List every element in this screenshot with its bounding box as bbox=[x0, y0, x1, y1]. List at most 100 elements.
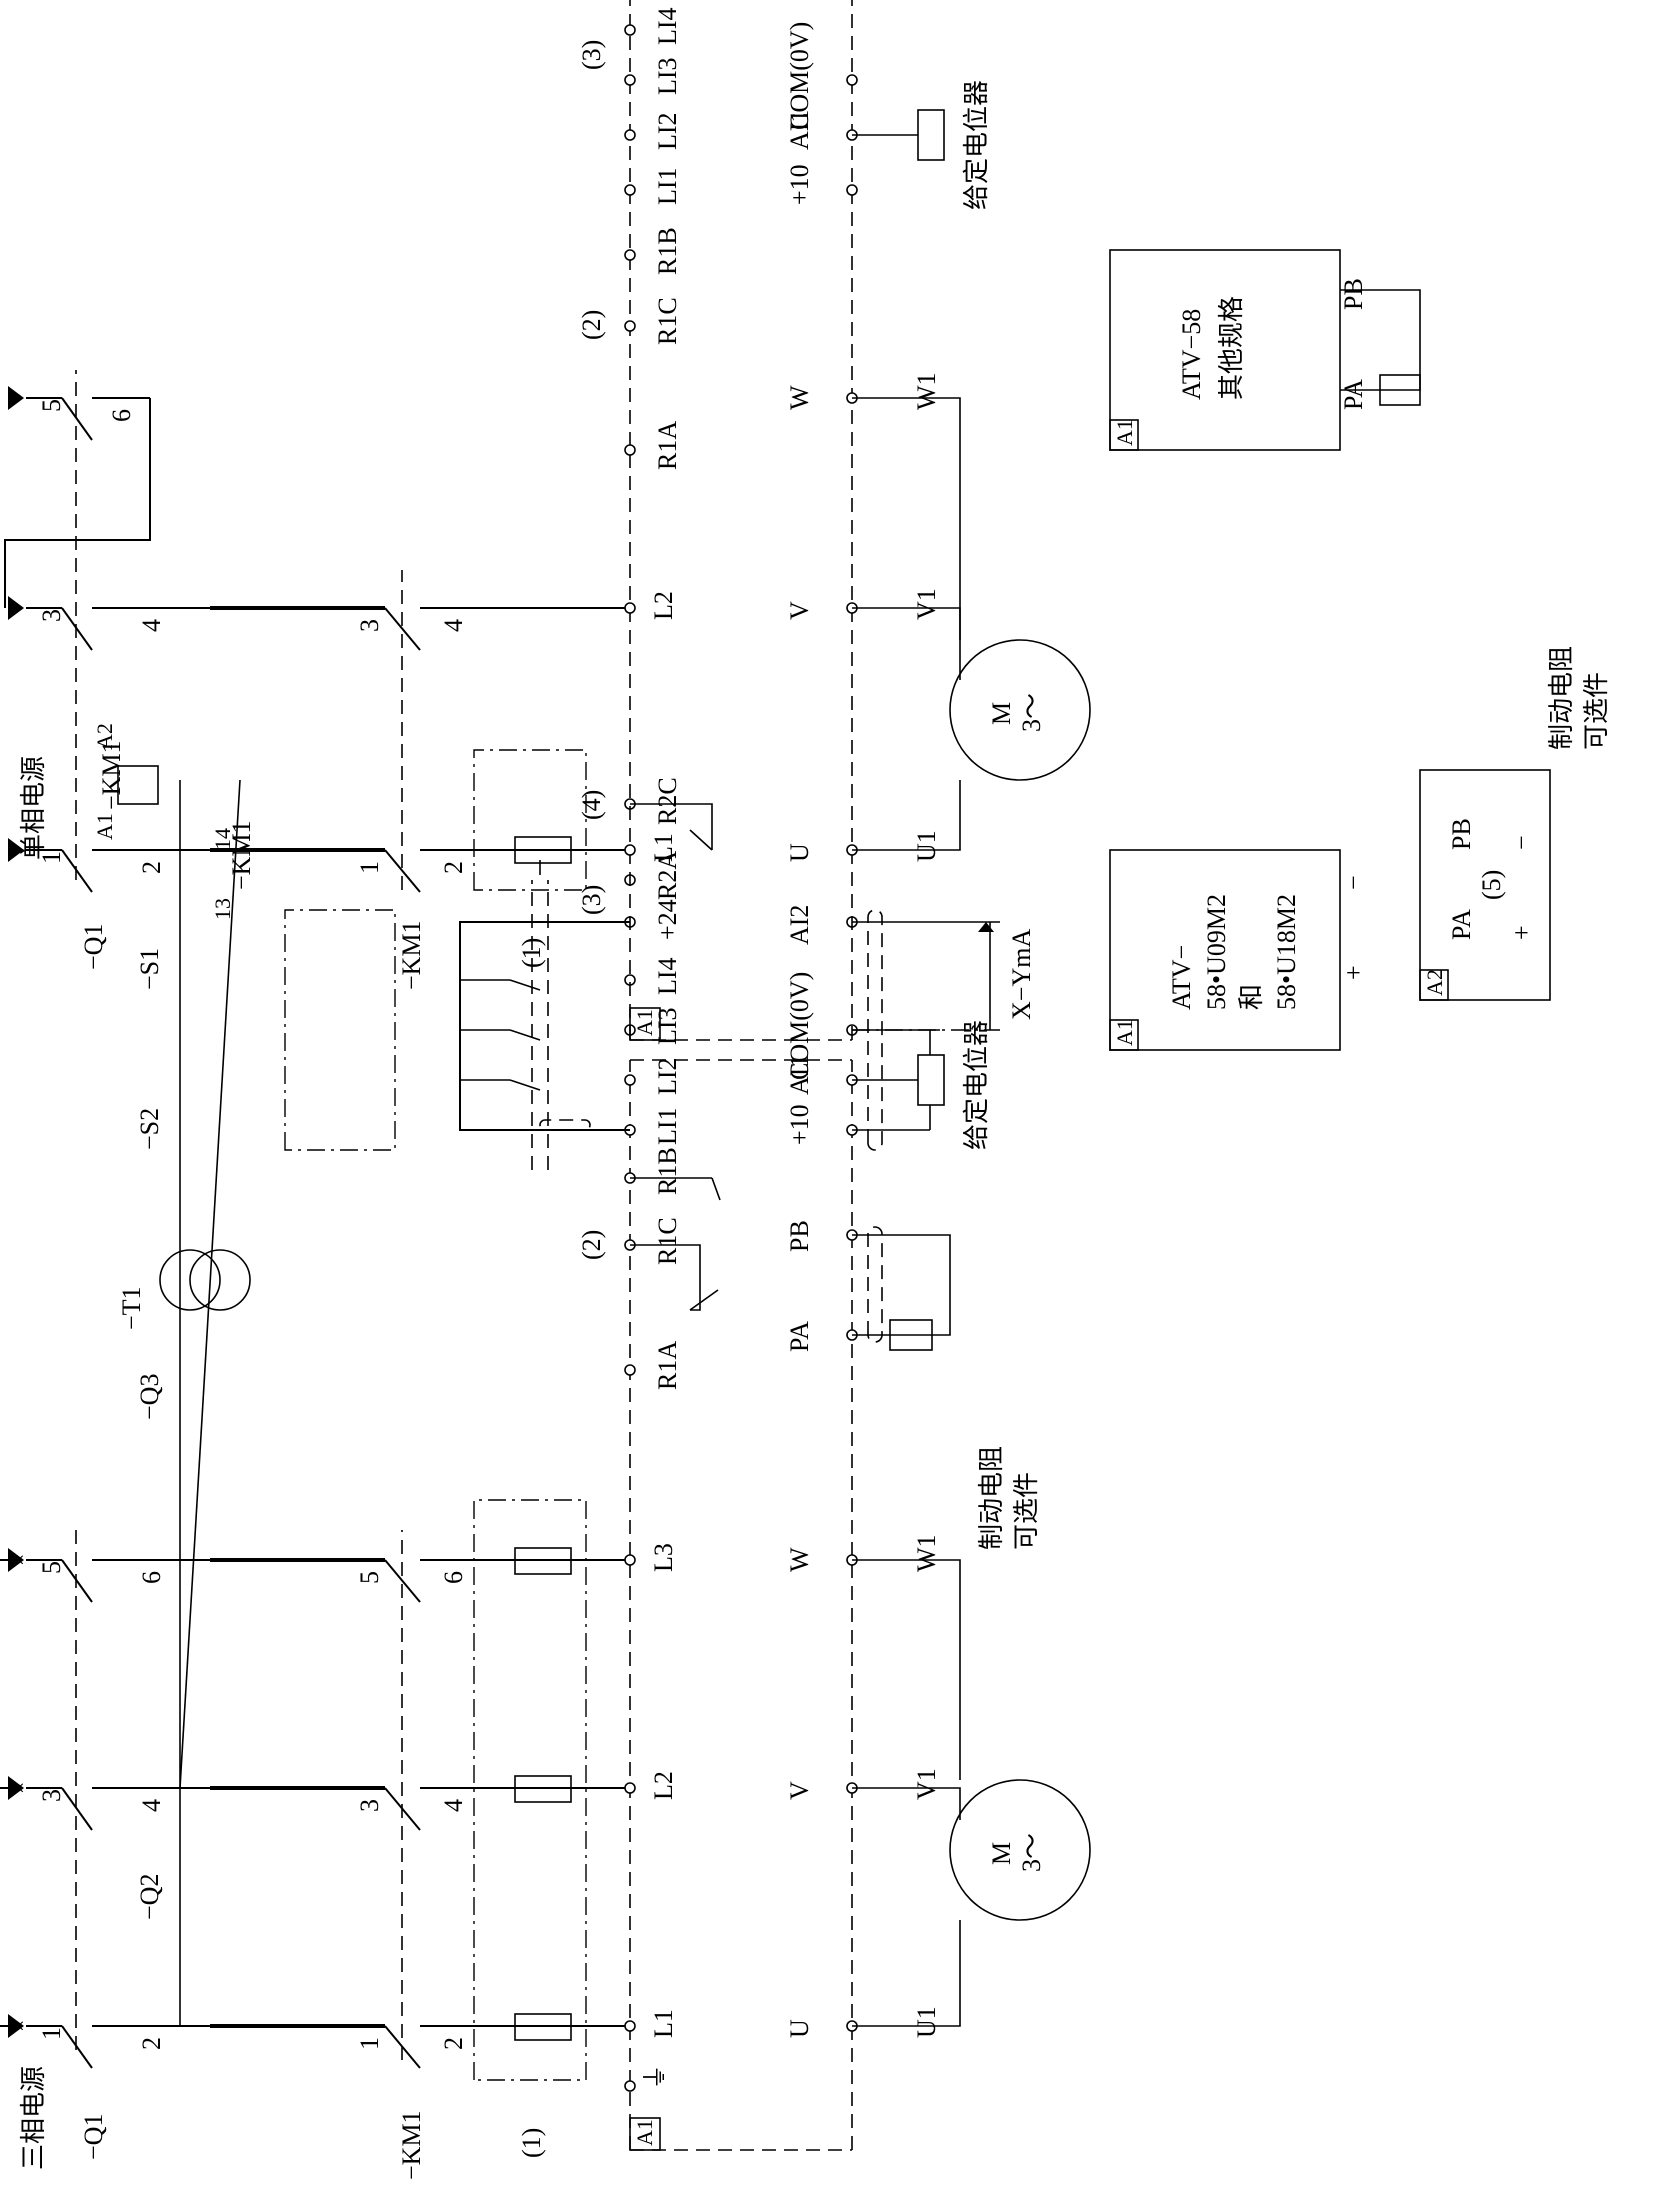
drive-a1-right: A1 L1 L2 R1A R1C R1B (2) LI1 LI2 LI3 LI4… bbox=[577, 0, 992, 1041]
box1-minus: − bbox=[1339, 875, 1368, 890]
q1-switch-sp: 2 4 6 −Q1 bbox=[4, 370, 210, 970]
supply-3: 3 bbox=[37, 1789, 66, 1802]
km1-pin-1: 1 bbox=[355, 2037, 384, 2050]
km1-sp-pin-2: 2 bbox=[439, 861, 468, 874]
analog-out-label-left: X−YmA bbox=[1007, 929, 1036, 1020]
term-li3: LI3 bbox=[653, 1007, 682, 1045]
winding-v1-sp: V1 bbox=[912, 588, 941, 620]
supply-1-sp: 1 bbox=[37, 851, 66, 864]
term-r1c: R1C bbox=[653, 1217, 682, 1265]
term-r1a: R1A bbox=[653, 1341, 682, 1390]
km1-pin-4: 4 bbox=[439, 1799, 468, 1812]
line-chokes: (1) bbox=[470, 1499, 630, 2158]
km1-contact-label-left: −KM1 bbox=[227, 820, 256, 890]
term-li4-sp: LI4 bbox=[653, 7, 682, 45]
title-single-phase: 单相电源 bbox=[19, 756, 49, 860]
km1-pin14-left: 14 bbox=[210, 828, 235, 850]
term-ai1-sp: AI1 bbox=[785, 110, 814, 150]
option-box-2: A1 ATV−58 其他规格 PA PB bbox=[1109, 249, 1421, 451]
q1-switch: 2 4 6 −Q1 bbox=[26, 1530, 210, 2160]
q1-pin-4: 4 bbox=[137, 1799, 166, 1812]
motor-left: U V W M 3～ U1 V1 W1 制动电阻 可选件 bbox=[785, 1446, 1091, 2038]
km1-a1-left: A1 bbox=[92, 813, 117, 840]
supply-5: 5 bbox=[37, 1561, 66, 1574]
q1-pin-6: 6 bbox=[137, 1571, 166, 1584]
term-r1b-sp: R1B bbox=[653, 227, 682, 275]
motor-3ph: 3～ bbox=[1017, 1833, 1046, 1872]
motor-right: M 3～ U1 V1 W1 bbox=[852, 372, 1091, 862]
term-li1-sp: LI1 bbox=[653, 167, 682, 205]
km1-pin-5: 5 bbox=[355, 1571, 384, 1584]
km1-power-contacts: 1 3 5 2 4 6 −KM1 bbox=[210, 1530, 470, 2180]
term-24v: +24 bbox=[653, 899, 682, 940]
note-1-right: (1) bbox=[517, 938, 546, 968]
term-ai2: AI2 bbox=[785, 905, 814, 945]
q1-sp-pin-6: 6 bbox=[107, 409, 136, 422]
analog-io-left: +10 AI1 COM(0V) AI2 给定电位器 X−YmA PA PB bbox=[785, 905, 1036, 1352]
term-v: V bbox=[785, 1781, 814, 1800]
box2-tag: A1 bbox=[1112, 419, 1137, 446]
km1-label: −KM1 bbox=[397, 2110, 426, 2180]
term-l2: L2 bbox=[649, 1771, 678, 1800]
q2-label-left: −Q2 bbox=[135, 1874, 164, 1920]
km1-sp-pin-1: 1 bbox=[355, 861, 384, 874]
term-l1: L1 bbox=[649, 2009, 678, 2038]
term-r2a: R2A bbox=[653, 851, 682, 900]
motor-3ph-sp: 3～ bbox=[1017, 693, 1046, 732]
box2-pb: PB bbox=[1339, 278, 1368, 310]
km1-sp-pin-4: 4 bbox=[439, 619, 468, 632]
term-li3-sp: LI3 bbox=[653, 57, 682, 95]
potentiometer-label-left: 给定电位器 bbox=[962, 1020, 992, 1150]
q1-label: −Q1 bbox=[79, 2114, 108, 2160]
q1-sp-label: −Q1 bbox=[79, 924, 108, 970]
note-2-right: (2) bbox=[577, 310, 606, 340]
term-l2-sp: L2 bbox=[649, 591, 678, 620]
box1-line3: 和 bbox=[1237, 984, 1267, 1010]
motor-m-sp: M bbox=[987, 702, 1016, 725]
term-pb: PB bbox=[785, 1220, 814, 1252]
box3-pb: PB bbox=[1447, 818, 1476, 850]
winding-w1-sp: W1 bbox=[912, 372, 941, 410]
box2-line1: ATV−58 bbox=[1177, 309, 1206, 400]
brake-resistor-opt-right: 可选件 bbox=[1582, 672, 1612, 750]
term-r1a-sp: R1A bbox=[653, 421, 682, 470]
note-3-left: (3) bbox=[577, 885, 606, 915]
s1-label-left: −S1 bbox=[135, 948, 164, 990]
q3-label-left: −Q3 bbox=[135, 1374, 164, 1420]
km1-a2-left: A2 bbox=[92, 723, 117, 750]
term-10v-sp: +10 bbox=[785, 164, 814, 205]
supply-5-sp: 5 bbox=[37, 399, 66, 412]
motor-m: M bbox=[987, 1842, 1016, 1865]
term-com: COM(0V) bbox=[785, 972, 814, 1080]
term-li1: LI1 bbox=[653, 1107, 682, 1145]
box1-line4: 58•U18M2 bbox=[1272, 894, 1301, 1010]
km1-sp-pin-3: 3 bbox=[355, 619, 384, 632]
brake-resistor-label-right: 制动电阻 bbox=[1547, 646, 1577, 750]
term-l3: L3 bbox=[649, 1543, 678, 1572]
box3-tag: A2 bbox=[1422, 969, 1447, 996]
winding-u1-sp: U1 bbox=[912, 830, 941, 862]
drive-label: A1 bbox=[632, 2119, 657, 2146]
winding-w1: W1 bbox=[912, 1534, 941, 1572]
q1-pin-2: 2 bbox=[137, 2037, 166, 2050]
km1-pin-3: 3 bbox=[355, 1799, 384, 1812]
box1-plus: + bbox=[1339, 965, 1368, 980]
term-li4: LI4 bbox=[653, 957, 682, 995]
brake-resistor-label-left: 制动电阻 bbox=[977, 1446, 1007, 1550]
potentiometer-label-right: 给定电位器 bbox=[962, 80, 992, 210]
ground-terminal: ⏚ bbox=[641, 2064, 670, 2090]
q1-sp-pin-4: 4 bbox=[137, 619, 166, 632]
s2-label-left: −S2 bbox=[135, 1108, 164, 1150]
q1-sp-pin-2: 2 bbox=[137, 861, 166, 874]
option-box-a2: A2 PA PB + − (5) 制动电阻 可选件 bbox=[1419, 646, 1612, 1001]
single-phase-circuit: 1 3 5 2 4 6 −Q1 1 3 2 4 −KM1 (1) A1 L1 bbox=[4, 0, 1612, 1051]
title-three-phase: 三相电源 bbox=[19, 2066, 49, 2170]
box2-line2: 其他规格 bbox=[1217, 296, 1247, 400]
term-l1-sp: L1 bbox=[649, 833, 678, 862]
logic-switches-left bbox=[459, 860, 630, 1170]
note-5: (5) bbox=[1477, 870, 1506, 900]
term-v-sp: V bbox=[785, 601, 814, 620]
three-phase-supply: 1 3 5 ××× bbox=[0, 1548, 66, 2040]
term-li2: LI2 bbox=[653, 1057, 682, 1095]
km1-coil-label-left: −KM1 bbox=[97, 740, 126, 810]
